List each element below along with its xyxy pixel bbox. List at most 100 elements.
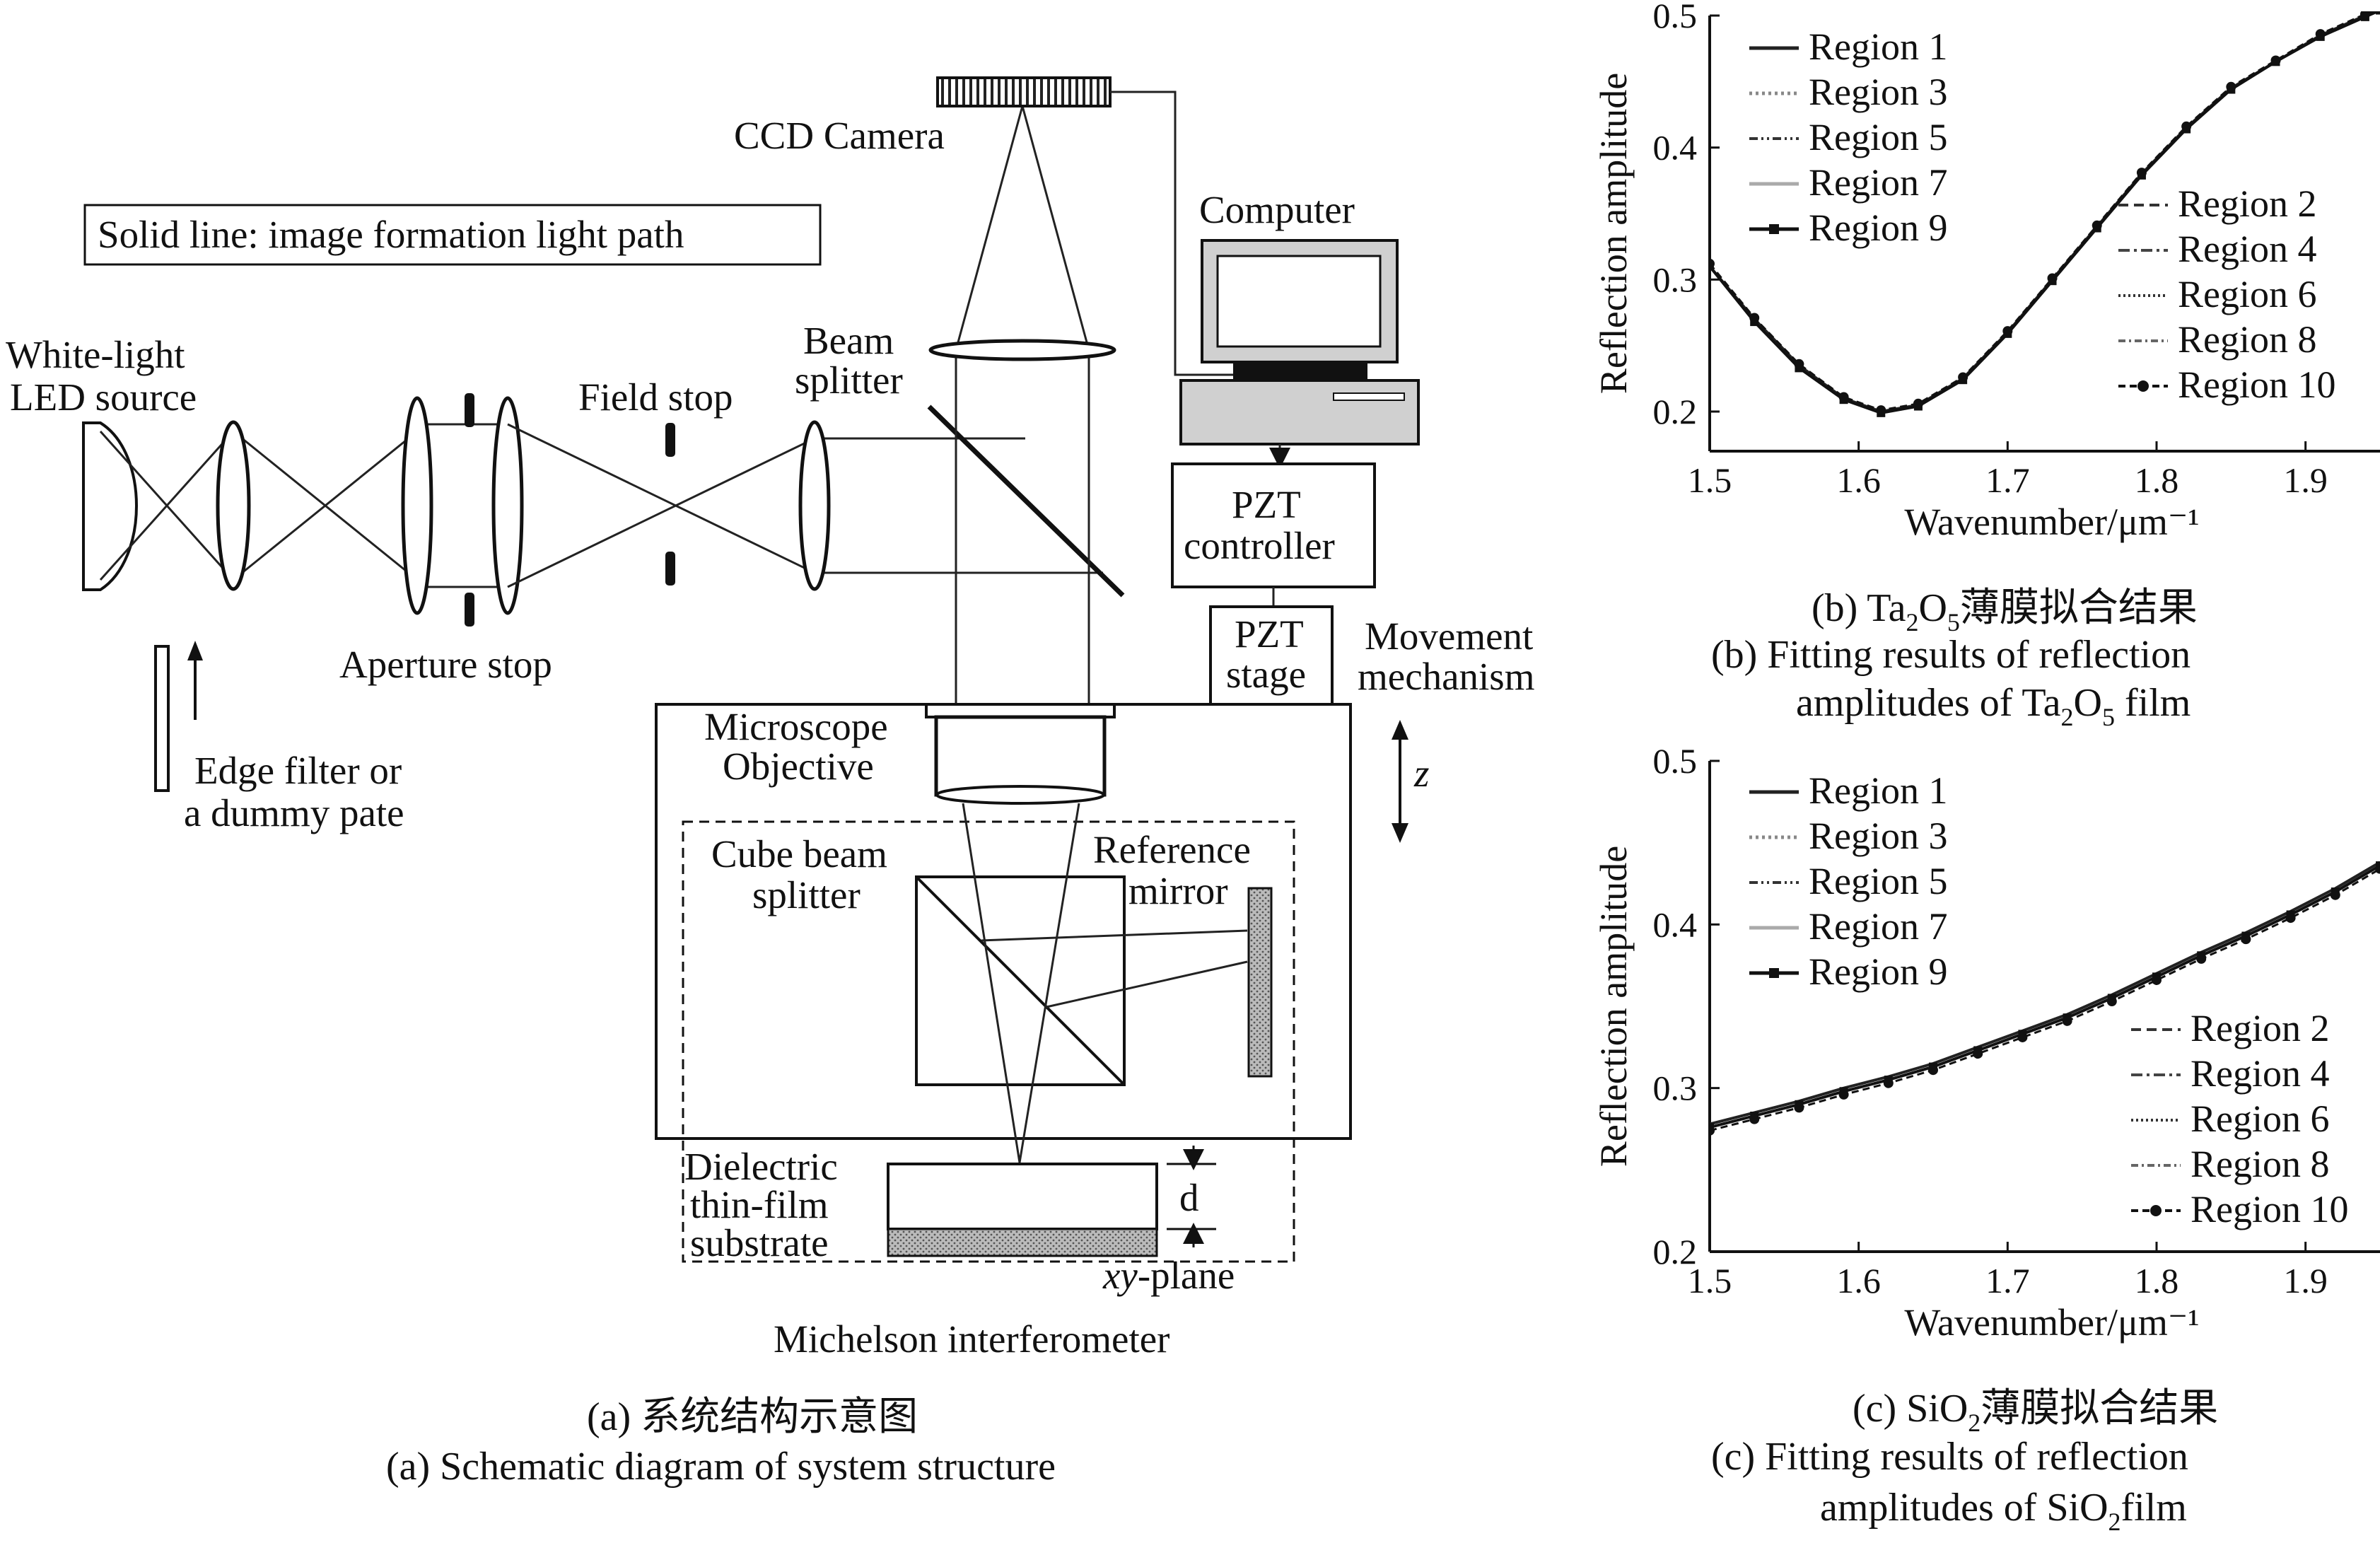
pzt-stage-line1: PZT <box>1235 612 1304 656</box>
pzt-controller-box <box>1171 462 1376 588</box>
data-point <box>1928 1065 1938 1076</box>
tube-lens-icon <box>928 339 1116 361</box>
data-point <box>1710 258 1715 269</box>
legend-label: Region 9 <box>1809 206 1948 249</box>
x-tick-label: 1.8 <box>2135 1261 2179 1300</box>
objective-label-line1: Microscope <box>704 705 888 748</box>
illumination-rays-1 <box>99 430 418 581</box>
thickness-marker-icon <box>1167 1146 1216 1247</box>
x-tick-label: 1.7 <box>1985 1261 2030 1300</box>
x-tick-label: 1.5 <box>1688 460 1732 500</box>
legend-label: Region 2 <box>2178 182 2317 225</box>
legend-label: Region 6 <box>2178 273 2317 315</box>
pzt-stage-box <box>1209 605 1334 706</box>
aperture-lens-left-icon <box>401 396 433 615</box>
data-point <box>2062 1015 2072 1026</box>
data-point <box>2002 326 2013 337</box>
edge-filter-line1: Edge filter or <box>194 749 402 792</box>
legend-label: Region 8 <box>2191 1143 2330 1185</box>
illumination-rays-2 <box>507 423 1103 588</box>
legend-label: Region 5 <box>1809 860 1948 902</box>
legend-label: Region 3 <box>1809 815 1948 857</box>
legend-label: Region 8 <box>2178 318 2317 361</box>
caption-c-en-line2: amplitudes of SiO2film <box>1820 1486 2187 1536</box>
y-tick-label: 0.3 <box>1653 260 1698 299</box>
legend-label: Region 4 <box>2191 1052 2330 1095</box>
field-stop-bottom-icon <box>665 552 675 586</box>
x-tick-label: 1.9 <box>2283 1261 2328 1300</box>
relay-lens-icon <box>798 420 831 591</box>
legend-label: Region 3 <box>1809 71 1948 113</box>
data-point <box>1749 313 1760 323</box>
computer-icon <box>1179 239 1420 446</box>
data-point <box>2152 974 2162 985</box>
field-stop-label: Field stop <box>578 375 733 419</box>
legend-label: Region 5 <box>1809 116 1948 158</box>
y-tick-label: 0.3 <box>1653 1069 1698 1108</box>
pzt-controller-line1: PZT <box>1232 483 1301 526</box>
data-point <box>2136 168 2147 178</box>
reference-mirror-icon <box>1247 887 1273 1078</box>
data-point <box>1838 1089 1849 1100</box>
z-label: z <box>1413 752 1429 795</box>
field-stop-top-icon <box>665 423 675 457</box>
x-tick-label: 1.9 <box>2283 460 2328 500</box>
series-line <box>1710 861 2380 1126</box>
pzt-stage-line2: stage <box>1226 653 1306 696</box>
data-point <box>2017 1032 2028 1042</box>
aperture-stop-bottom-icon <box>465 593 474 627</box>
data-point <box>2270 55 2281 66</box>
data-point <box>2376 11 2380 13</box>
collector-lens-icon <box>216 420 251 591</box>
data-point <box>2285 913 2296 924</box>
y-axis-label: Reflection amplitude <box>1592 846 1635 1167</box>
data-point <box>1913 398 1923 409</box>
x-tick-label: 1.7 <box>1985 460 2030 500</box>
y-axis-label: Reflection amplitude <box>1592 73 1635 394</box>
data-point <box>2359 11 2370 20</box>
legend-label: Region 10 <box>2178 363 2336 406</box>
data-point <box>2181 121 2192 132</box>
insert-arrow-icon <box>187 641 203 720</box>
legend-label: Region 4 <box>2178 228 2317 270</box>
x-tick-label: 1.5 <box>1688 1261 1732 1300</box>
caption-c-cn: (c) SiO2薄膜拟合结果 <box>1853 1387 2218 1437</box>
legend-label: Region 10 <box>2191 1188 2349 1230</box>
dielectric-label-line2: thin-film <box>690 1183 829 1226</box>
legend-note-box <box>83 204 822 266</box>
data-point <box>1876 405 1886 416</box>
data-point <box>1794 1102 1804 1113</box>
xy-plane-label: xy-plane <box>1102 1254 1235 1297</box>
michelson-rays <box>962 803 1248 1163</box>
dielectric-label-line1: Dielectric <box>684 1145 838 1188</box>
cube-beam-splitter-icon <box>915 875 1126 1086</box>
data-point <box>2241 934 2251 945</box>
caption-a-cn: (a) 系统结构示意图 <box>587 1395 918 1439</box>
data-point <box>2106 996 2117 1007</box>
caption-b-en-line2: amplitudes of Ta2O5 film <box>1796 681 2191 731</box>
schematic-diagram: Solid line: image formation light path W… <box>6 76 1534 1489</box>
data-point <box>1838 392 1849 402</box>
data-point <box>1883 1078 1894 1088</box>
legend-label: Region 6 <box>2191 1097 2330 1140</box>
aperture-stop-top-icon <box>465 393 474 427</box>
beam-splitter-label-line2: splitter <box>795 359 903 402</box>
objective-label-line2: Objective <box>723 745 874 788</box>
series-line <box>1710 864 2380 1129</box>
series-line <box>1710 868 2380 1132</box>
note-text: Solid line: image formation light path <box>98 213 684 256</box>
data-point <box>2196 953 2207 964</box>
microscope-objective-icon <box>925 703 1116 805</box>
caption-b-cn: (b) Ta2O5薄膜拟合结果 <box>1812 586 2198 636</box>
data-point <box>2330 890 2340 900</box>
data-point <box>1749 1114 1760 1124</box>
dielectric-label-line3: substrate <box>690 1221 829 1264</box>
x-tick-label: 1.8 <box>2135 460 2179 500</box>
x-tick-label: 1.6 <box>1836 1261 1881 1300</box>
x-axis-label: Wavenumber/μm⁻¹ <box>1904 1301 2199 1344</box>
led-source-icon <box>82 421 138 591</box>
edge-filter-icon <box>154 645 170 792</box>
data-point <box>1710 1125 1715 1136</box>
